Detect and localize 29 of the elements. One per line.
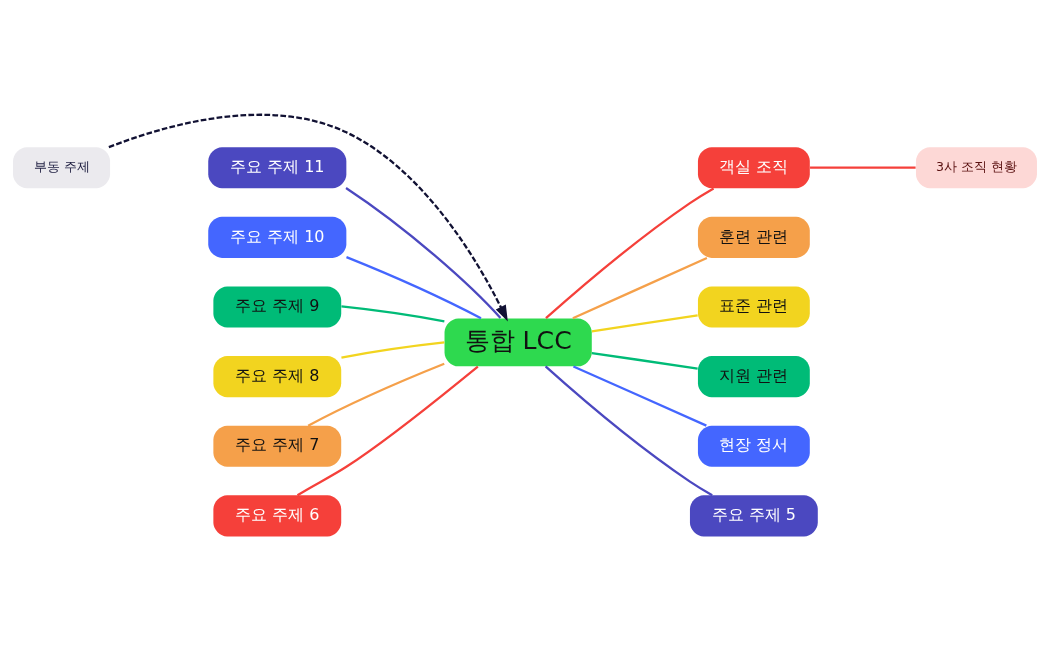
connector — [810, 166, 916, 169]
node-box: 통합 LCC — [444, 317, 592, 366]
connector — [307, 362, 445, 427]
connector — [544, 365, 713, 496]
node-box: 주요 주제 9 — [213, 285, 342, 328]
connector — [572, 364, 707, 427]
node-box: 현장 정서 — [697, 425, 810, 467]
node-box: 지원 관련 — [697, 355, 810, 397]
node-box: 객실 조직 — [697, 146, 810, 188]
node-box: 주요 주제 10 — [208, 216, 347, 258]
node-box: 주요 주제 11 — [208, 146, 347, 188]
node-box: 부동 주제 — [13, 146, 111, 188]
node-box: 주요 주제 8 — [213, 355, 342, 397]
node-box: 주요 주제 6 — [213, 494, 342, 536]
connector — [341, 304, 445, 322]
node-box: 훈련 관련 — [697, 216, 810, 258]
connector — [296, 365, 479, 496]
node-box: 표준 관련 — [697, 285, 810, 328]
connector — [572, 256, 708, 319]
node-box: 3사 조직 현황 — [915, 146, 1037, 188]
connector — [341, 340, 445, 359]
node-box: 주요 주제 7 — [213, 425, 342, 467]
connector — [346, 255, 482, 319]
connector — [345, 186, 502, 319]
connector — [591, 351, 698, 370]
connector — [591, 313, 698, 332]
node-box: 주요 주제 5 — [689, 494, 818, 536]
arrow — [108, 113, 508, 321]
connector — [545, 186, 715, 319]
